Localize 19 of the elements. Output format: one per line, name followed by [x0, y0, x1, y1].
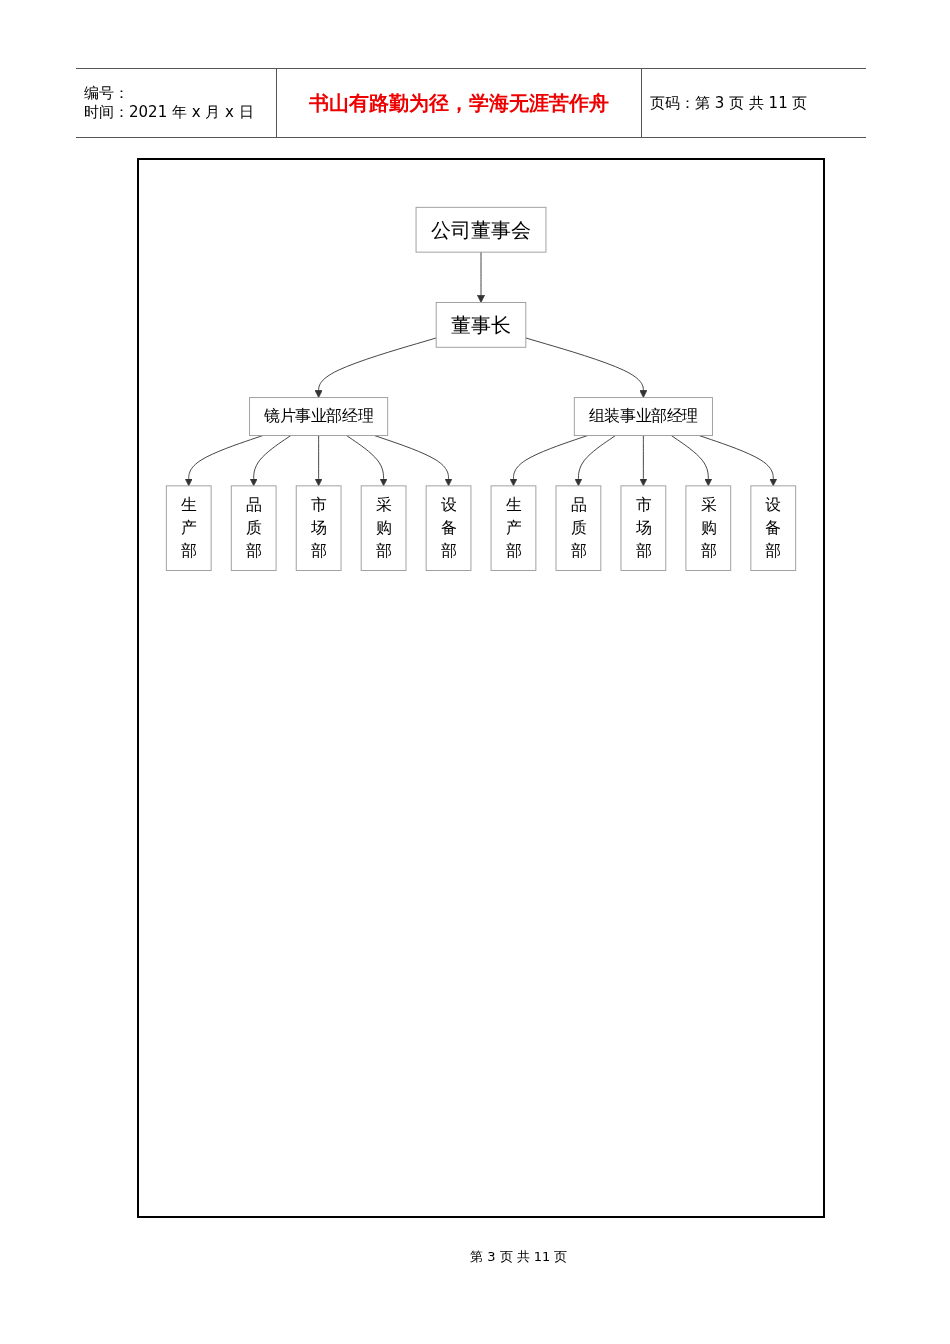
node-box: 设备部 — [425, 485, 472, 571]
node-box: 镜片事业部经理 — [249, 397, 389, 436]
node-box: 生产部 — [165, 485, 212, 571]
page-number: 第 3 页 共 11 页 — [470, 1248, 568, 1266]
node-box: 采购部 — [360, 485, 407, 571]
node-box: 品质部 — [555, 485, 602, 571]
node-box: 设备部 — [750, 485, 797, 571]
header-text: 页码：第 3 页 共 11 页 — [650, 93, 809, 113]
node-box: 董事长 — [435, 302, 527, 348]
node-box: 采购部 — [685, 485, 732, 571]
node-box: 市场部 — [295, 485, 342, 571]
motto-text: 书山有路勤为径，学海无涯苦作舟 — [309, 89, 609, 117]
node-box: 生产部 — [490, 485, 537, 571]
header-text: 编号： — [84, 84, 130, 103]
header-text: 时间：2021 年 x 月 x 日 — [84, 103, 255, 122]
node-box: 公司董事会 — [415, 206, 547, 253]
node-box: 市场部 — [620, 485, 667, 571]
node-box: 品质部 — [230, 485, 277, 571]
node-box: 组装事业部经理 — [573, 397, 713, 436]
